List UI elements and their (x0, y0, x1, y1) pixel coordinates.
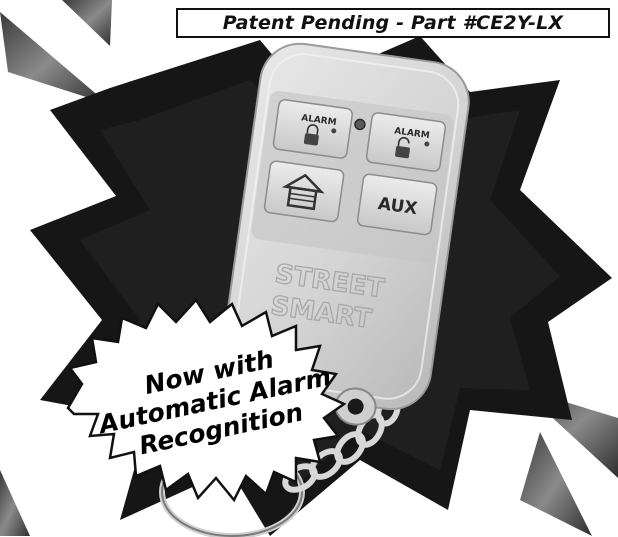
patent-banner: Patent Pending - Part #CE2Y-LX (176, 8, 610, 38)
led-icon (331, 128, 337, 134)
alarm-unlock-button[interactable]: ALARM (365, 112, 447, 172)
status-led-icon (354, 118, 366, 131)
alarm-lock-button[interactable]: ALARM (272, 99, 353, 159)
callout-burst (66, 297, 347, 503)
shard-bottom-right (520, 432, 592, 536)
lock-icon (303, 124, 319, 146)
house-icon (281, 173, 325, 211)
shard-top-center (62, 0, 112, 46)
alarm-lock-label: ALARM (301, 113, 338, 128)
shard-top-left (0, 12, 108, 104)
garage-button[interactable] (263, 160, 345, 223)
shard-bottom-left (0, 470, 30, 536)
aux-button[interactable]: AUX (356, 173, 438, 236)
unlock-icon (395, 136, 410, 159)
led-icon (424, 141, 430, 147)
